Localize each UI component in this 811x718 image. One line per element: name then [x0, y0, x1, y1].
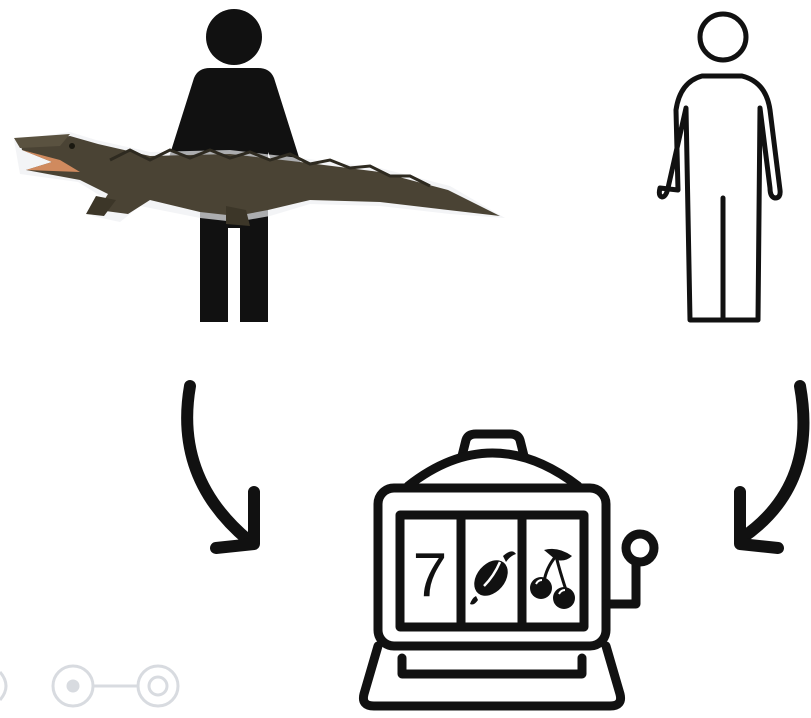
- curved-arrow-down-right: [187, 386, 254, 548]
- reel-1-symbol: 7: [413, 541, 447, 610]
- curved-arrow-down-left: [740, 386, 803, 548]
- coin-tray: [402, 658, 582, 674]
- watermark-logo: [0, 666, 178, 706]
- slot-machine-dome: [408, 453, 578, 486]
- side-lever-knob: [626, 534, 654, 562]
- cherries-icon: [530, 549, 575, 609]
- slot-machine-icon: 7: [363, 434, 654, 706]
- outline-person-icon: [659, 14, 780, 320]
- lemon-icon: [467, 551, 516, 604]
